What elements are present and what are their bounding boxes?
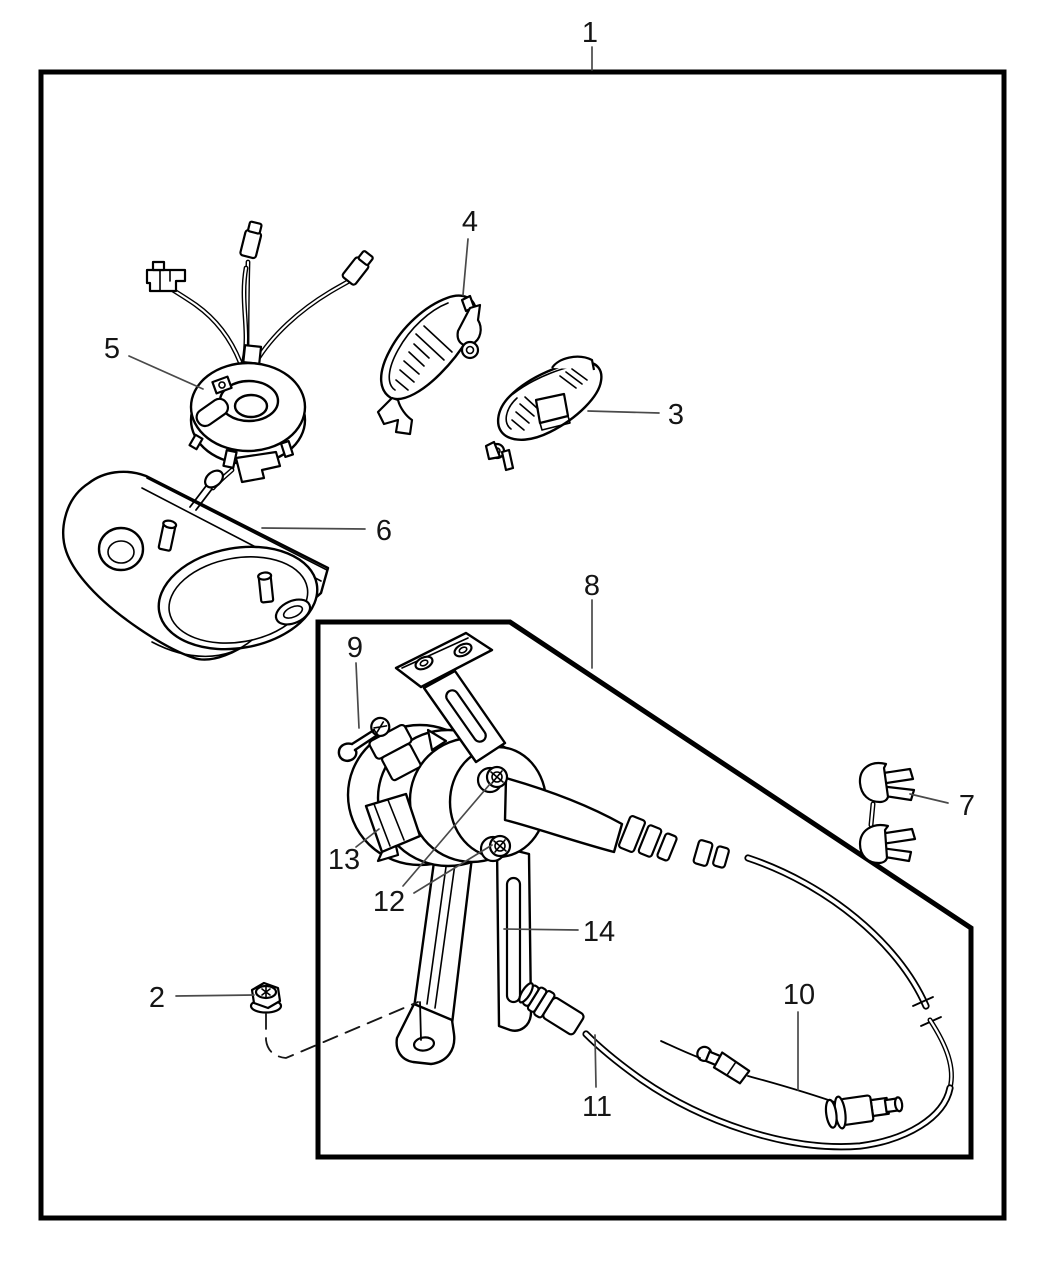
cable-end-connector-illustration: [518, 982, 585, 1036]
callout-2: 2: [149, 982, 165, 1014]
callout-9: 9: [347, 632, 363, 664]
servo-illustration: [346, 631, 730, 869]
wire-connector-right: [341, 250, 374, 286]
callout-11: 11: [582, 1091, 612, 1123]
callout-4: 4: [462, 206, 478, 238]
leader-6: [261, 527, 366, 530]
switch-right-illustration: [484, 355, 603, 472]
callout-leaders: [128, 46, 949, 1091]
leader-12b: [413, 844, 493, 894]
callout-14: 14: [583, 916, 615, 948]
callout-1: 1: [582, 17, 598, 49]
leader-12a: [402, 783, 491, 887]
callout-12: 12: [373, 886, 405, 918]
cable-adjuster-fitting: [696, 1045, 751, 1085]
inner-subassembly-box: [315, 619, 974, 1160]
callout-8: 8: [584, 570, 600, 602]
leader-13: [355, 828, 380, 848]
mounting-bracket-illustration: [395, 816, 533, 1066]
clockspring-illustration: [145, 220, 374, 511]
callout-13: 13: [328, 844, 360, 876]
hairpin-clip-illustration: [337, 728, 379, 762]
cover-boss: [274, 598, 312, 626]
wire-clamp: [242, 344, 263, 365]
servo-bolt-upper: [476, 765, 509, 794]
callout-6: 6: [376, 515, 392, 547]
callout-7: 7: [959, 790, 975, 822]
cable-illustration: [518, 854, 954, 1151]
callout-3: 3: [668, 399, 684, 431]
servo-vacuum-port: [368, 716, 422, 782]
cable-ferrule: [824, 1094, 904, 1130]
cover-key-cylinder: [97, 526, 145, 572]
clockspring-window: [195, 397, 230, 428]
leader-4: [462, 238, 469, 296]
leader-14: [503, 928, 579, 931]
leader-2: [175, 994, 255, 997]
leader-3: [587, 410, 660, 414]
leader-5: [128, 355, 204, 390]
servo-bolt-lower: [479, 834, 512, 863]
callout-10: 10: [783, 979, 815, 1011]
cover-peg: [257, 571, 275, 604]
wire-connector-top: [239, 220, 263, 260]
callout-labels: 1 2 3 4 5 6 7 8 9 10 11 12 13 14: [104, 17, 975, 1123]
callout-5: 5: [104, 333, 120, 365]
bracket-foot: [395, 1002, 456, 1066]
wire-connector-left: [145, 260, 187, 293]
cover-peg: [157, 519, 178, 552]
switch-left-illustration: [376, 294, 482, 436]
leader-11: [594, 1034, 597, 1088]
column-cover-illustration: [61, 470, 330, 661]
leader-7: [909, 793, 949, 804]
clockspring-lower-plug: [234, 450, 282, 484]
servo-bracket-arm: [394, 631, 507, 764]
assembly-reference-line: [265, 1001, 419, 1059]
outer-assembly-box: [38, 69, 1007, 1221]
retainer-clip-illustration: [858, 761, 917, 865]
leader-9: [355, 662, 360, 729]
servo-connector-illustration: [364, 792, 422, 863]
flange-nut-illustration: [249, 981, 283, 1014]
